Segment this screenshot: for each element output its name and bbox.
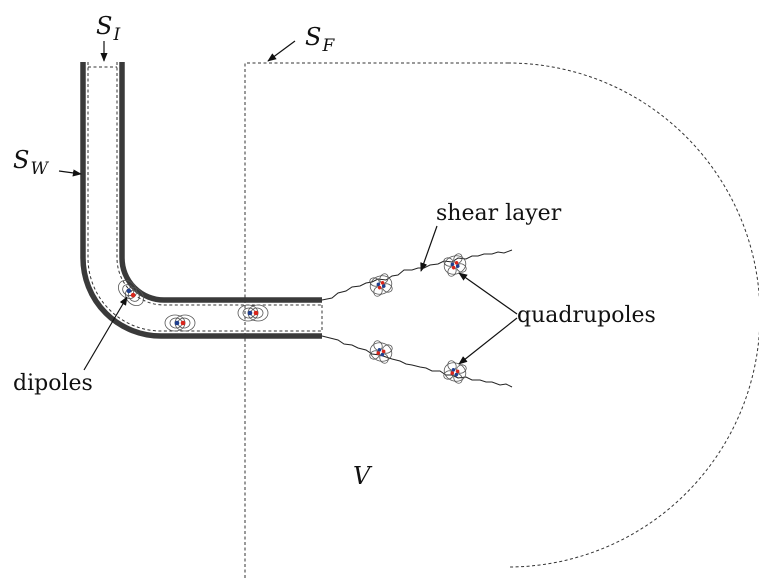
arrow-quad-lower [458, 317, 518, 365]
quadrupole [369, 273, 393, 297]
control-surface-sf [244, 62, 759, 578]
dipole [118, 280, 144, 306]
quadrupole [369, 340, 393, 364]
dipole-sources [118, 280, 269, 332]
annotation-arrows [58, 40, 518, 371]
arrow-sw [58, 169, 82, 177]
arrow-sf [267, 40, 296, 62]
label-dipoles: dipoles [13, 371, 93, 396]
label-volume: V [353, 462, 373, 490]
label-sw: SW [13, 146, 49, 179]
dipole [164, 314, 196, 332]
quadrupole [443, 360, 467, 384]
label-sf: SF [305, 23, 335, 56]
shear-layer-lines [321, 249, 513, 388]
arrow-dipole [83, 296, 128, 371]
arrow-quad-upper [458, 272, 518, 315]
arrow-shear [420, 225, 438, 272]
quadrupole [443, 253, 467, 277]
pipe-wall-sw [80, 62, 322, 339]
quadrupole-sources [369, 253, 467, 384]
label-shear-layer: shear layer [436, 201, 562, 226]
dipole [237, 304, 269, 322]
label-quadrupoles: quadrupoles [517, 303, 656, 328]
label-si: SI [96, 12, 120, 45]
